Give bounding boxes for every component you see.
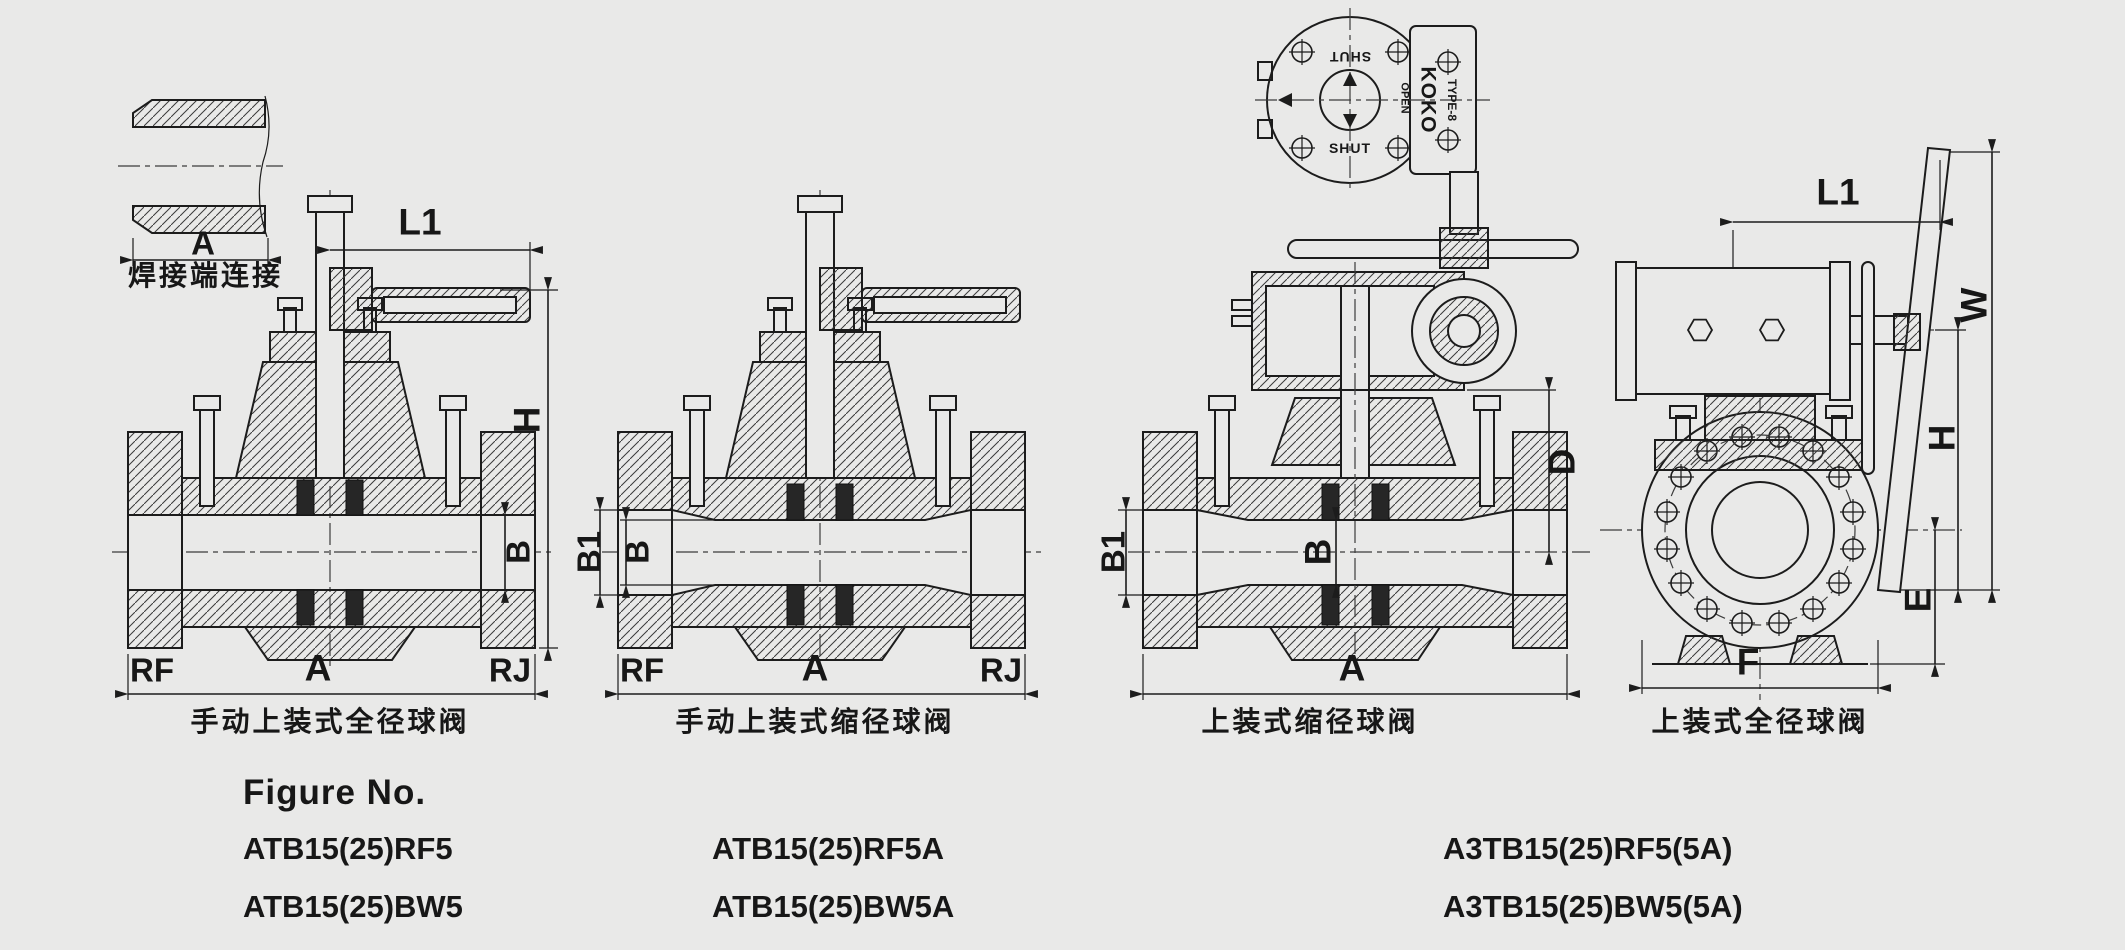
valve1-rj-label: RJ — [488, 651, 532, 689]
figure-no-model: ATB15(25)RF5A — [712, 831, 944, 866]
valve4-drawing — [1600, 139, 2000, 700]
valve4-dim-h-label: H — [1921, 424, 1963, 452]
valve4-dim-w-label: W — [1953, 287, 1995, 323]
valve1-dim-b-label: B — [499, 540, 537, 564]
figure-no-model: A3TB15(25)BW5(5A) — [1443, 889, 1743, 924]
valve3-dim-d-label: D — [1541, 448, 1583, 476]
valve2-rf-label: RF — [620, 651, 664, 689]
valve1-dim-l1-label: L1 — [398, 201, 442, 243]
valve3-dim-b-label: B — [1297, 538, 1339, 566]
valve4-dim-e-label: E — [1897, 587, 1939, 613]
valve4-dim-f-label: F — [1736, 641, 1760, 683]
valve1-drawing — [112, 190, 558, 700]
valve4-dim-l1-label: L1 — [1816, 171, 1860, 213]
figure-no-model: ATB15(25)RF5 — [243, 831, 453, 866]
valve4-caption: 上装式全径球阀 — [1651, 706, 1869, 737]
weld-dim-a-label: A — [191, 224, 215, 262]
figure-no-model: ATB15(25)BW5 — [243, 889, 463, 924]
actuator-open-label: OPEN — [1398, 82, 1411, 114]
valve3-drawing — [1118, 8, 1590, 700]
figure-no-title: Figure No. — [243, 773, 427, 812]
figure-no-model: ATB15(25)BW5A — [712, 889, 955, 924]
valve2-caption: 手动上装式缩径球阀 — [675, 706, 955, 737]
actuator-brand-label: KOKO — [1416, 66, 1440, 134]
valve2-rj-label: RJ — [979, 651, 1023, 689]
valve3-dim-a-label: A — [1338, 647, 1366, 689]
actuator-type-label: TYPE-8 — [1445, 78, 1459, 122]
weld-end-detail-drawing — [118, 95, 283, 266]
figure-no-model: A3TB15(25)RF5(5A) — [1443, 831, 1733, 866]
valve2-dim-b1-label: B1 — [570, 530, 608, 574]
actuator-shut-top-label: SHUT — [1328, 49, 1372, 65]
actuator-shut-bottom-label: SHUT — [1328, 140, 1372, 156]
valve3-caption: 上装式缩径球阀 — [1201, 706, 1419, 737]
valve1-dim-h-label: H — [506, 406, 548, 434]
valve1-dim-a-label: A — [304, 647, 332, 689]
valve2-dim-b-label: B — [618, 540, 656, 564]
weld-caption: 焊接端连接 — [128, 260, 284, 291]
valve3-dim-b1-label: B1 — [1094, 530, 1132, 574]
valve2-dim-a-label: A — [801, 647, 829, 689]
valve2-drawing — [594, 190, 1042, 700]
valve1-rf-label: RF — [130, 651, 174, 689]
valve1-caption: 手动上装式全径球阀 — [190, 706, 470, 737]
